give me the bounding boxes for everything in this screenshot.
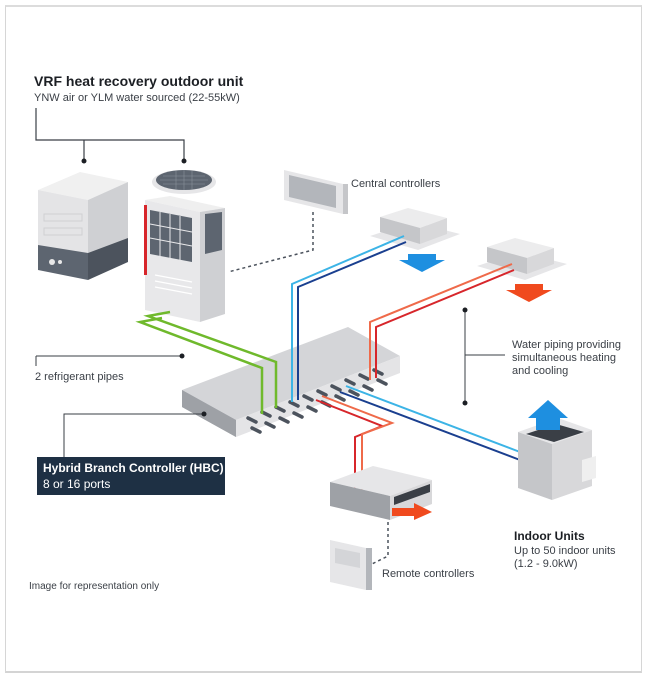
remote-controllers-label: Remote controllers xyxy=(382,568,475,580)
air-sourced-vrf-unit xyxy=(144,170,225,322)
outdoor-unit-leader xyxy=(35,108,185,160)
hbc-leader xyxy=(63,413,204,457)
cassette-indoor-unit-cool xyxy=(370,208,460,272)
wall-mounted-indoor-unit xyxy=(518,400,596,500)
water-piping-label-2: simultaneous heating xyxy=(512,352,616,364)
cold-water-pipes-cassette xyxy=(291,235,407,402)
disclaimer: Image for representation only xyxy=(29,581,160,592)
water-sourced-outdoor-unit xyxy=(38,172,128,280)
hbc-ports: 8 or 16 ports xyxy=(43,477,111,491)
leader-dot xyxy=(462,400,468,406)
outdoor-unit-title: VRF heat recovery outdoor unit xyxy=(34,73,244,89)
remote-controller xyxy=(330,540,372,590)
hbc-title: Hybrid Branch Controller (HBC) xyxy=(43,461,224,475)
refrigerant-pipes-label: 2 refrigerant pipes xyxy=(35,371,124,383)
indoor-units-line1: Up to 50 indoor units xyxy=(514,545,616,557)
hbc-label-box: Hybrid Branch Controller (HBC) 8 or 16 p… xyxy=(37,457,225,495)
indoor-units-title: Indoor Units xyxy=(514,529,585,543)
central-controller xyxy=(284,170,348,214)
water-piping-label-1: Water piping providing xyxy=(512,339,622,351)
cassette-indoor-unit-heat xyxy=(477,238,567,302)
leader-dot xyxy=(81,158,87,164)
leader-dot xyxy=(181,158,187,164)
controller-cable xyxy=(227,212,314,273)
outdoor-unit-subtitle: YNW air or YLM water sourced (22-55kW) xyxy=(34,92,240,104)
hot-water-pipes-ducted-unit xyxy=(315,395,395,506)
hot-water-pipes-cassette xyxy=(369,263,515,380)
refrigerant-pipes xyxy=(135,310,278,414)
indoor-units-line2: (1.2 - 9.0kW) xyxy=(514,558,578,570)
water-piping-label-3: and cooling xyxy=(512,365,569,377)
ducted-indoor-unit xyxy=(330,466,432,520)
leader-dot xyxy=(201,411,207,417)
leader-dot xyxy=(179,353,185,359)
leader-dot xyxy=(462,307,468,313)
cold-water-pipes-wall-unit xyxy=(339,385,521,461)
remote-cable xyxy=(367,522,389,567)
central-controllers-label: Central controllers xyxy=(351,178,441,190)
